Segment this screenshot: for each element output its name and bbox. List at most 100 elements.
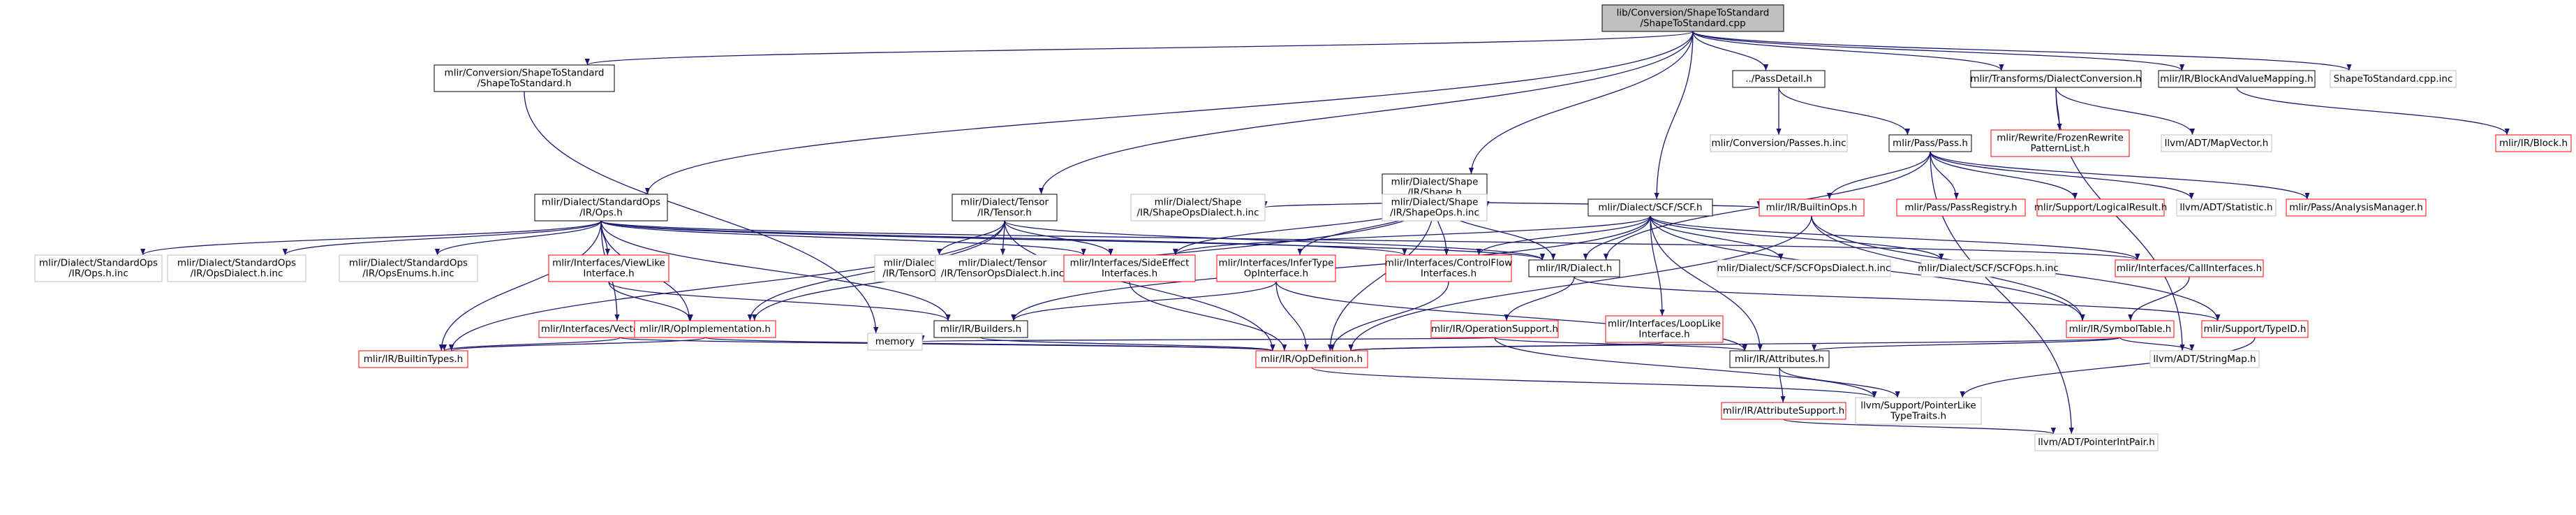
node-passregistry[interactable]: mlir/Pass/PassRegistry.h (1896, 198, 2026, 217)
edge-root-to-dialectconv (1692, 31, 2004, 71)
node-opdefinition[interactable]: mlir/IR/OpDefinition.h (1255, 350, 1368, 368)
node-stdops_h[interactable]: mlir/Dialect/StandardOps/IR/Ops.h (534, 194, 668, 222)
node-label-line: ../PassDetail.h (1745, 73, 1812, 85)
node-scf_h[interactable]: mlir/Dialect/SCF/SCF.h (1587, 198, 1713, 217)
node-ptrintpair[interactable]: llvm/ADT/PointerIntPair.h (2034, 433, 2159, 451)
node-attributes[interactable]: mlir/IR/Attributes.h (1729, 350, 1830, 368)
node-typeid[interactable]: mlir/Support/TypeID.h (2201, 320, 2309, 338)
node-analysismgr[interactable]: mlir/Pass/AnalysisManager.h (2286, 198, 2427, 217)
edge-dialectconv-to-stringmap (2055, 87, 2185, 351)
edge-opdefinition-to-ptrliketypetraits (1311, 367, 1877, 398)
node-opsupport[interactable]: mlir/IR/OperationSupport.h (1430, 320, 1559, 338)
node-scfops_inc[interactable]: mlir/Dialect/SCF/SCFOps.h.inc (1918, 259, 2059, 277)
node-label-line: mlir/Rewrite/FrozenRewrite (1997, 133, 2124, 144)
edge-stdops_h-to-stdopsenums_inc (434, 220, 602, 256)
node-tensoropsdialect_inc[interactable]: mlir/Dialect/Tensor/IR/TensorOpsDialect.… (935, 254, 1070, 282)
node-mapvector[interactable]: llvm/ADT/MapVector.h (2161, 134, 2272, 152)
node-stdopsenums_inc[interactable]: mlir/Dialect/StandardOps/IR/OpsEnums.h.i… (339, 254, 478, 282)
node-shapeops_inc[interactable]: mlir/Dialect/Shape/IR/ShapeOps.h.inc (1382, 194, 1488, 222)
node-callinterfaces[interactable]: mlir/Interfaces/CallInterfaces.h (2115, 259, 2264, 277)
node-box (2176, 198, 2277, 217)
edge-stdops_h-to-stdopsdialect_inc (282, 220, 602, 256)
node-box (1601, 4, 1784, 32)
node-dialectconv[interactable]: mlir/Transforms/DialectConversion.h (1970, 70, 2142, 88)
node-dialect_h[interactable]: mlir/IR/Dialect.h (1528, 259, 1620, 277)
edge-root-to-blockvalmap (1692, 31, 2184, 71)
node-label-line: mlir/Interfaces/ControlFlow (1385, 258, 1512, 269)
edge-opsupport-to-ptrliketypetraits (1494, 337, 1877, 398)
edge-tensor_h-to-builtintypes (449, 220, 1005, 351)
file-nodes: lib/Conversion/ShapeToStandard/ShapeToSt… (34, 4, 2572, 451)
node-label-line: mlir/Dialect/StandardOps (39, 258, 158, 269)
node-block_h[interactable]: mlir/IR/Block.h (2495, 134, 2572, 152)
node-label-line: mlir/Dialect/Shape (1155, 197, 1242, 208)
node-s2s_h[interactable]: mlir/Conversion/ShapeToStandard/ShapeToS… (434, 64, 615, 92)
node-label-line: mlir/IR/BuiltinTypes.h (364, 354, 463, 365)
edge-scf_h-to-looplike (1650, 215, 1665, 317)
node-builtintypes[interactable]: mlir/IR/BuiltinTypes.h (358, 350, 468, 368)
node-box (1255, 350, 1368, 368)
node-box (634, 320, 776, 338)
node-label-line: /IR/TensorOpsDialect.h.inc (941, 268, 1064, 280)
node-label-line: /ShapeToStandard.h (477, 78, 571, 89)
edge-stdops_h-to-stdops_inc (140, 220, 602, 256)
node-label-line: mlir/Interfaces/ViewLike (552, 258, 665, 269)
node-label-line: mlir/IR/BlockAndValueMapping.h (2160, 73, 2313, 85)
node-s2s_inc[interactable]: ShapeToStandard.cpp.inc (2330, 70, 2457, 88)
node-label-line: mlir/Transforms/DialectConversion.h (1970, 73, 2141, 85)
edge-s2s_h-to-memory (524, 91, 879, 334)
node-label-line: mlir/IR/OperationSupport.h (1431, 324, 1558, 335)
node-passes_inc[interactable]: mlir/Conversion/Passes.h.inc (1710, 134, 1848, 152)
node-logicalresult[interactable]: mlir/Support/LogicalResult.h (2034, 198, 2168, 217)
node-attrsupport[interactable]: mlir/IR/AttributeSupport.h (1721, 402, 1846, 420)
node-label-line: ShapeToStandard.cpp.inc (2334, 73, 2453, 85)
edge-dialect_h-to-typeid (1574, 276, 2221, 321)
node-scfopsdialect_inc[interactable]: mlir/Dialect/SCF/SCFOpsDialect.h.inc (1717, 259, 1891, 277)
node-pass_h[interactable]: mlir/Pass/Pass.h (1888, 134, 1972, 152)
node-box (534, 194, 668, 222)
node-memory[interactable]: memory (867, 333, 923, 351)
edge-root-to-scf_h (1654, 31, 1694, 200)
node-builders[interactable]: mlir/IR/Builders.h (933, 320, 1028, 338)
node-label-line: mlir/Dialect/StandardOps (177, 258, 296, 269)
node-label-line: mlir/IR/OpImplementation.h (639, 324, 771, 335)
node-shapeopsdialect_inc[interactable]: mlir/Dialect/Shape/IR/ShapeOpsDialect.h.… (1130, 194, 1266, 222)
node-box (1717, 259, 1891, 277)
node-tensor_h[interactable]: mlir/Dialect/Tensor/IR/Tensor.h (952, 194, 1058, 222)
node-label-line: mlir/Dialect/SCF/SCFOps.h.inc (1918, 263, 2059, 274)
node-builtinops[interactable]: mlir/IR/BuiltinOps.h (1759, 198, 1865, 217)
edge-root-to-stdops_h (645, 31, 1694, 195)
node-label-line: Interfaces.h (1421, 268, 1476, 280)
node-label-line: mlir/Dialect/SCF/SCFOpsDialect.h.inc (1717, 263, 1891, 274)
node-box (339, 254, 478, 282)
edge-attrsupport-to-ptrintpair (1783, 419, 2056, 435)
node-statistic[interactable]: llvm/ADT/Statistic.h (2176, 198, 2277, 217)
node-label-line: /IR/Ops.h.inc (68, 268, 128, 280)
node-opimpl[interactable]: mlir/IR/OpImplementation.h (634, 320, 776, 338)
node-box (34, 254, 163, 282)
edge-opsupport-to-attributes (1494, 337, 1747, 351)
node-box (1990, 129, 2130, 157)
node-stdops_inc[interactable]: mlir/Dialect/StandardOps/IR/Ops.h.inc (34, 254, 163, 282)
node-stringmap[interactable]: llvm/ADT/StringMap.h (2149, 350, 2260, 368)
node-label-line: llvm/ADT/MapVector.h (2165, 138, 2269, 149)
node-root[interactable]: lib/Conversion/ShapeToStandard/ShapeToSt… (1601, 4, 1784, 32)
node-box (358, 350, 468, 368)
edge-scf_h-to-scfops_inc (1650, 215, 1944, 261)
node-blockvalmap[interactable]: mlir/IR/BlockAndValueMapping.h (2158, 70, 2316, 88)
node-label-line: mlir/IR/BuiltinOps.h (1766, 202, 1858, 213)
node-box (1888, 134, 1972, 152)
node-stdopsdialect_inc[interactable]: mlir/Dialect/StandardOps/IR/OpsDialect.h… (167, 254, 306, 282)
node-symboltable[interactable]: mlir/IR/SymbolTable.h (2066, 320, 2175, 338)
node-passdetail[interactable]: ../PassDetail.h (1732, 70, 1826, 88)
node-box (1710, 134, 1848, 152)
node-box (1855, 397, 1982, 425)
edge-root-to-s2s_inc (1692, 31, 2352, 71)
